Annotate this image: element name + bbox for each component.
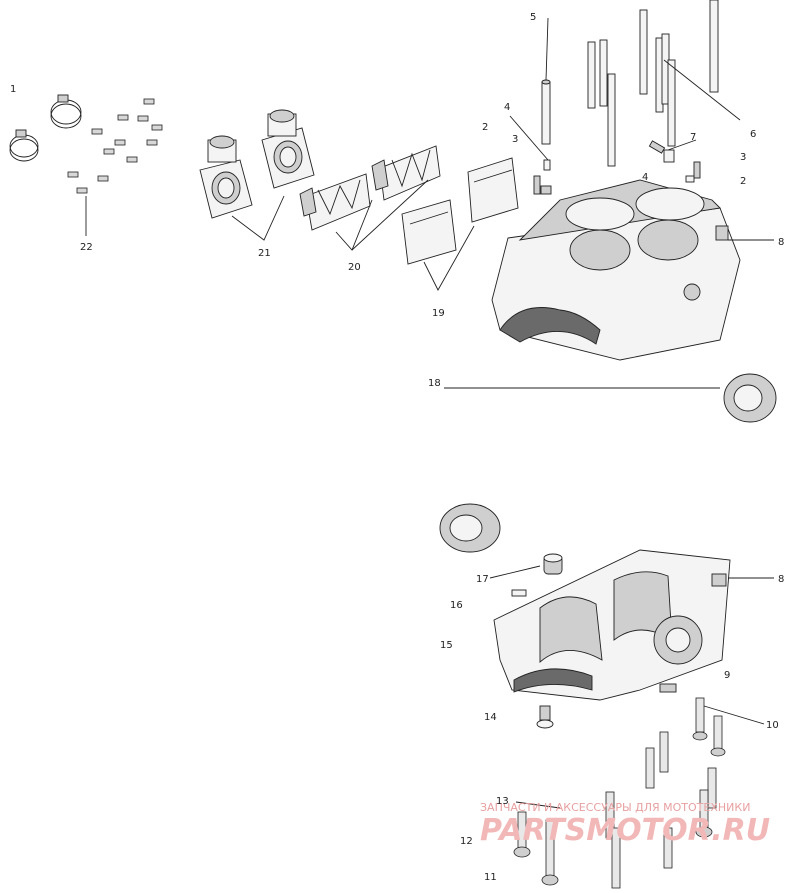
- callout-1: 1: [10, 84, 16, 95]
- callout-9: 9: [724, 670, 730, 681]
- callout-21: 21: [258, 248, 271, 259]
- callout-7: 7: [690, 132, 696, 143]
- callout-8a: 8: [778, 237, 784, 248]
- callout-12: 12: [460, 836, 473, 847]
- callout-2b: 2: [740, 176, 746, 187]
- callout-2a: 2: [482, 122, 488, 133]
- dowel-pins: [533, 140, 701, 195]
- crankshaft-seals: [439, 373, 777, 553]
- callout-labels: 1 2 2 3 3 4 4 5 6 7 8 8 9 10 11 12 13 14…: [10, 12, 784, 883]
- callout-17: 17: [476, 574, 489, 585]
- reed-cage-set: [299, 145, 441, 231]
- callout-8b: 8: [778, 574, 784, 585]
- callout-6: 6: [750, 129, 756, 140]
- screw-group: [67, 98, 163, 194]
- callout-20: 20: [348, 262, 361, 273]
- callout-22: 22: [80, 242, 93, 253]
- callout-14: 14: [484, 712, 497, 723]
- callout-11: 11: [484, 872, 497, 883]
- intake-manifold-left: [199, 135, 253, 219]
- watermark: ЗАПЧАСТИ И АКСЕССУАРЫ ДЛЯ МОТОТЕХНИКИ PA…: [480, 801, 770, 848]
- callout-3a: 3: [512, 134, 518, 145]
- callout-15: 15: [440, 640, 453, 651]
- callout-18: 18: [428, 378, 441, 389]
- callout-5: 5: [530, 12, 536, 23]
- hose-clamps: [9, 94, 82, 162]
- crankcase-lower-half: [493, 549, 731, 701]
- bearing-and-pins: [511, 553, 677, 729]
- reed-valve-set: [401, 157, 519, 265]
- callout-3b: 3: [740, 152, 746, 163]
- watermark-tagline: ЗАПЧАСТИ И АКСЕССУАРЫ ДЛЯ МОТОТЕХНИКИ: [480, 801, 750, 814]
- crankcase-upper-half: [491, 179, 741, 361]
- callout-4a: 4: [504, 102, 510, 113]
- callout-10: 10: [766, 720, 779, 731]
- cylinder-studs: [541, 0, 719, 167]
- callout-4b: 4: [642, 172, 648, 183]
- callout-19: 19: [432, 308, 445, 319]
- intake-manifold-right: [261, 109, 315, 189]
- crankcase-bolts: [513, 697, 726, 889]
- callout-13: 13: [496, 796, 509, 807]
- callout-16: 16: [450, 600, 463, 611]
- watermark-brand: PARTSMOTOR.RU: [480, 813, 770, 848]
